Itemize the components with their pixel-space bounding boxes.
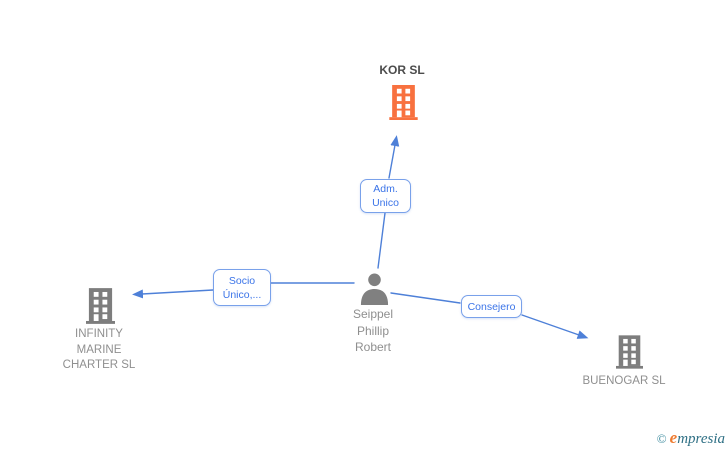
node-person-seippel[interactable] <box>359 272 390 305</box>
edge-label-line: Adm. <box>373 183 398 195</box>
company-name-buenogar: BUENOGAR SL <box>582 375 666 387</box>
edge-label-line: Consejero <box>467 300 516 313</box>
building-icon <box>389 85 418 120</box>
company-name-line: INFINITY <box>75 328 123 340</box>
building-icon <box>616 335 643 369</box>
edge-label-socio-unico[interactable]: Socio Único,... <box>213 269 271 306</box>
company-name-line: MARINE <box>76 343 122 356</box>
edge-label-line: Unico <box>372 197 399 209</box>
node-kor-sl[interactable] <box>388 85 419 120</box>
edge-person-to-adm-label <box>377 212 386 269</box>
edge-adm-label-to-kor <box>388 135 400 179</box>
company-name-infinity: INFINITY MARINE CHARTER SL <box>63 327 136 374</box>
empresia-logo[interactable]: ©empresia <box>657 428 725 448</box>
edge-label-line: Socio <box>228 274 256 287</box>
edge-label-adm-unico[interactable]: Adm. Unico <box>360 179 411 213</box>
copyright-symbol: © <box>656 431 667 446</box>
person-name-line: Seippel <box>352 307 394 321</box>
edge-label-consejero[interactable]: Consejero <box>461 295 522 318</box>
person-name-line: Robert <box>354 340 392 354</box>
person-name-line: Phillip <box>356 323 389 338</box>
company-name-kor-sl: KOR SL <box>379 63 425 77</box>
brand-letter-e: e <box>669 428 678 447</box>
brand-name-rest: mpresia <box>677 431 725 447</box>
company-name-line: CHARTER SL <box>62 359 136 371</box>
node-infinity-marine-charter-sl[interactable] <box>86 287 115 325</box>
edge-person-to-consejero-label <box>390 292 461 304</box>
node-buenogar-sl[interactable] <box>616 335 643 369</box>
edge-label-line: Único,... <box>222 288 262 301</box>
edge-socio-label-to-infinity <box>132 289 214 299</box>
edge-consejero-label-to-buenogar <box>521 314 589 339</box>
person-icon <box>360 273 389 305</box>
person-name: Seippel Phillip Robert <box>353 306 393 356</box>
building-icon <box>86 288 115 324</box>
